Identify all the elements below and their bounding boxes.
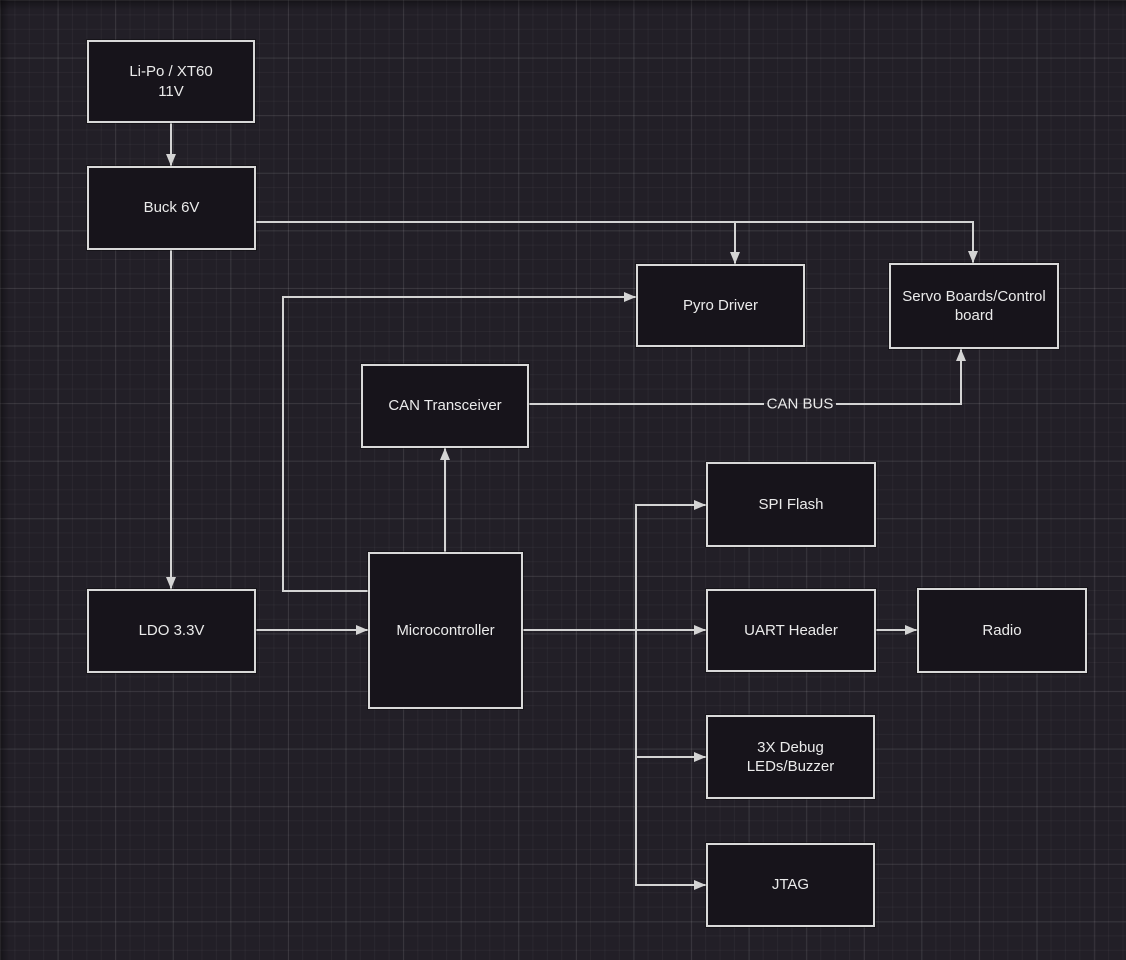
node-pyro-driver-label: Pyro Driver (682, 296, 758, 314)
node-debug-leds-buzzer[interactable]: 3X Debug LEDs/Buzzer (706, 715, 875, 799)
node-pyro-driver[interactable]: Pyro Driver (636, 264, 805, 347)
edge-buck-to-servo[interactable] (256, 221, 978, 263)
node-servo-boards-label: Servo Boards/Control board (902, 287, 1046, 325)
node-uart-header[interactable]: UART Header (706, 589, 876, 672)
node-jtag-label: JTAG (771, 876, 810, 894)
node-microcontroller[interactable]: Microcontroller (368, 552, 523, 709)
node-lipo-battery-label: Li-Po / XT60 11V (129, 63, 213, 100)
node-uart-header-label: UART Header (744, 621, 838, 639)
node-can-transceiver[interactable]: CAN Transceiver (361, 364, 529, 448)
node-servo-boards[interactable]: Servo Boards/Control board (889, 263, 1059, 349)
node-spi-flash[interactable]: SPI Flash (706, 462, 876, 547)
edge-label-can-bus[interactable]: CAN BUS (766, 395, 834, 413)
node-can-transceiver-label: CAN Transceiver (388, 397, 502, 415)
node-radio[interactable]: Radio (917, 588, 1087, 673)
edge-mcu-to-debug-leds[interactable] (635, 630, 706, 762)
node-spi-flash-label: SPI Flash (758, 495, 824, 513)
node-jtag[interactable]: JTAG (706, 843, 875, 927)
node-microcontroller-label: Microcontroller (396, 621, 495, 639)
edge-mcu-to-pyro[interactable] (282, 292, 636, 592)
node-ldo-regulator-label: LDO 3.3V (138, 622, 205, 640)
edge-mcu-to-jtag[interactable] (635, 630, 706, 890)
node-buck-converter-label: Buck 6V (143, 199, 200, 217)
node-ldo-regulator[interactable]: LDO 3.3V (87, 589, 256, 673)
edge-mcu-to-spi-flash[interactable] (635, 500, 706, 630)
node-debug-leds-buzzer-label: 3X Debug LEDs/Buzzer (746, 738, 835, 776)
node-radio-label: Radio (982, 621, 1022, 639)
edge-can-bus-to-servo[interactable] (836, 349, 966, 405)
node-buck-converter[interactable]: Buck 6V (87, 166, 256, 250)
node-lipo-battery[interactable]: Li-Po / XT60 11V (87, 40, 255, 123)
